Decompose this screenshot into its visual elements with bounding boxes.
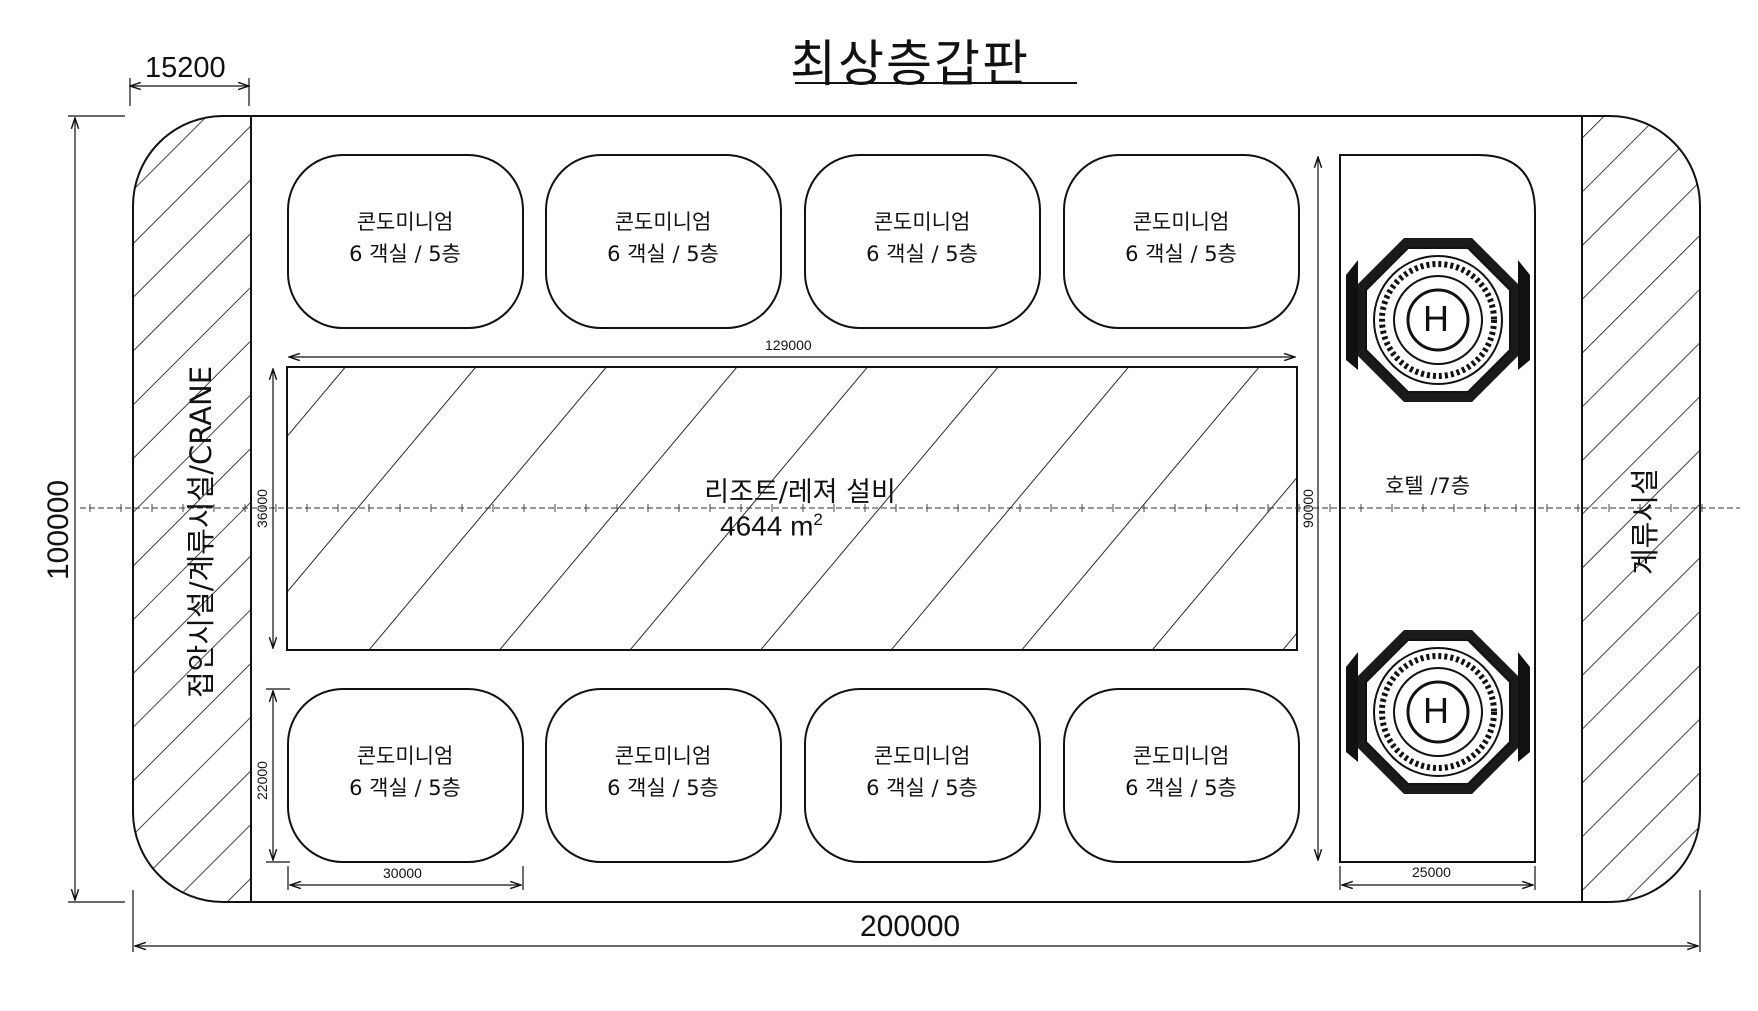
condo-detail: 6 객실 / 5층 <box>349 242 461 266</box>
page-title: 최상층갑판 <box>790 35 1030 93</box>
left-strip-label: 접안시설/계류시설/CRANE <box>184 365 218 698</box>
condo-boxes <box>287 154 1300 863</box>
dim-total-height: 100000 <box>42 479 75 580</box>
right-hatch-strip <box>1582 116 1700 902</box>
dim-condo-width: 30000 <box>383 865 422 881</box>
condo-name: 콘도미니엄 <box>614 210 712 234</box>
resort-area-power: 2 <box>813 510 823 529</box>
condo-box-6 <box>545 688 782 863</box>
condo-box-4 <box>1063 154 1300 329</box>
condo-detail: 6 객실 / 5층 <box>349 776 461 800</box>
condo-name: 콘도미니엄 <box>1132 744 1230 768</box>
condo-detail: 6 객실 / 5층 <box>607 242 719 266</box>
right-strip-label: 계류시설 <box>1628 468 1662 575</box>
condo-box-1 <box>287 154 524 329</box>
condo-name: 콘도미니엄 <box>873 210 971 234</box>
condo-box-7 <box>804 688 1041 863</box>
condo-5-label: 콘도미니엄 6 객실 / 5층 <box>300 740 510 804</box>
dim-condo-height: 22000 <box>254 761 270 800</box>
dim-hotel-height: 90000 <box>1300 489 1316 528</box>
condo-detail: 6 객실 / 5층 <box>607 776 719 800</box>
condo-name: 콘도미니엄 <box>356 744 454 768</box>
condo-6-label: 콘도미니엄 6 객실 / 5층 <box>558 740 768 804</box>
condo-name: 콘도미니엄 <box>873 744 971 768</box>
condo-detail: 6 객실 / 5층 <box>1125 242 1237 266</box>
dim-hotel-width: 25000 <box>1412 864 1451 880</box>
condo-detail: 6 객실 / 5층 <box>866 242 978 266</box>
helipad-bottom <box>1346 630 1530 794</box>
helipad-top-symbol: H <box>1423 298 1449 339</box>
condo-detail: 6 객실 / 5층 <box>1125 776 1237 800</box>
condo-box-3 <box>804 154 1041 329</box>
condo-name: 콘도미니엄 <box>614 744 712 768</box>
condo-box-8 <box>1063 688 1300 863</box>
dim-total-width: 200000 <box>860 910 961 943</box>
title-underline <box>795 82 1077 84</box>
dim-resort-width: 129000 <box>765 337 812 353</box>
condo-3-label: 콘도미니엄 6 객실 / 5층 <box>817 206 1027 270</box>
resort-name: 리조트/레져 설비 <box>704 477 896 508</box>
dim-left-strip-width: 15200 <box>145 52 226 84</box>
left-hatch-strip <box>133 116 251 902</box>
condo-8-label: 콘도미니엄 6 객실 / 5층 <box>1076 740 1286 804</box>
condo-box-2 <box>545 154 782 329</box>
condo-1-label: 콘도미니엄 6 객실 / 5층 <box>300 206 510 270</box>
helipad-bottom-symbol: H <box>1423 690 1449 731</box>
condo-7-label: 콘도미니엄 6 객실 / 5층 <box>817 740 1027 804</box>
condo-2-label: 콘도미니엄 6 객실 / 5층 <box>558 206 768 270</box>
condo-box-5 <box>287 688 524 863</box>
center-line-ticks <box>89 504 1703 512</box>
hotel-label: 호텔 /7층 <box>1385 474 1471 498</box>
helipad-top <box>1346 238 1530 402</box>
condo-4-label: 콘도미니엄 6 객실 / 5층 <box>1076 206 1286 270</box>
condo-detail: 6 객실 / 5층 <box>866 776 978 800</box>
condo-name: 콘도미니엄 <box>1132 210 1230 234</box>
resort-area-value: 4644 m <box>720 510 814 542</box>
dim-resort-height: 36000 <box>254 489 270 528</box>
resort-area: 4644 m2 <box>720 510 823 542</box>
condo-name: 콘도미니엄 <box>356 210 454 234</box>
